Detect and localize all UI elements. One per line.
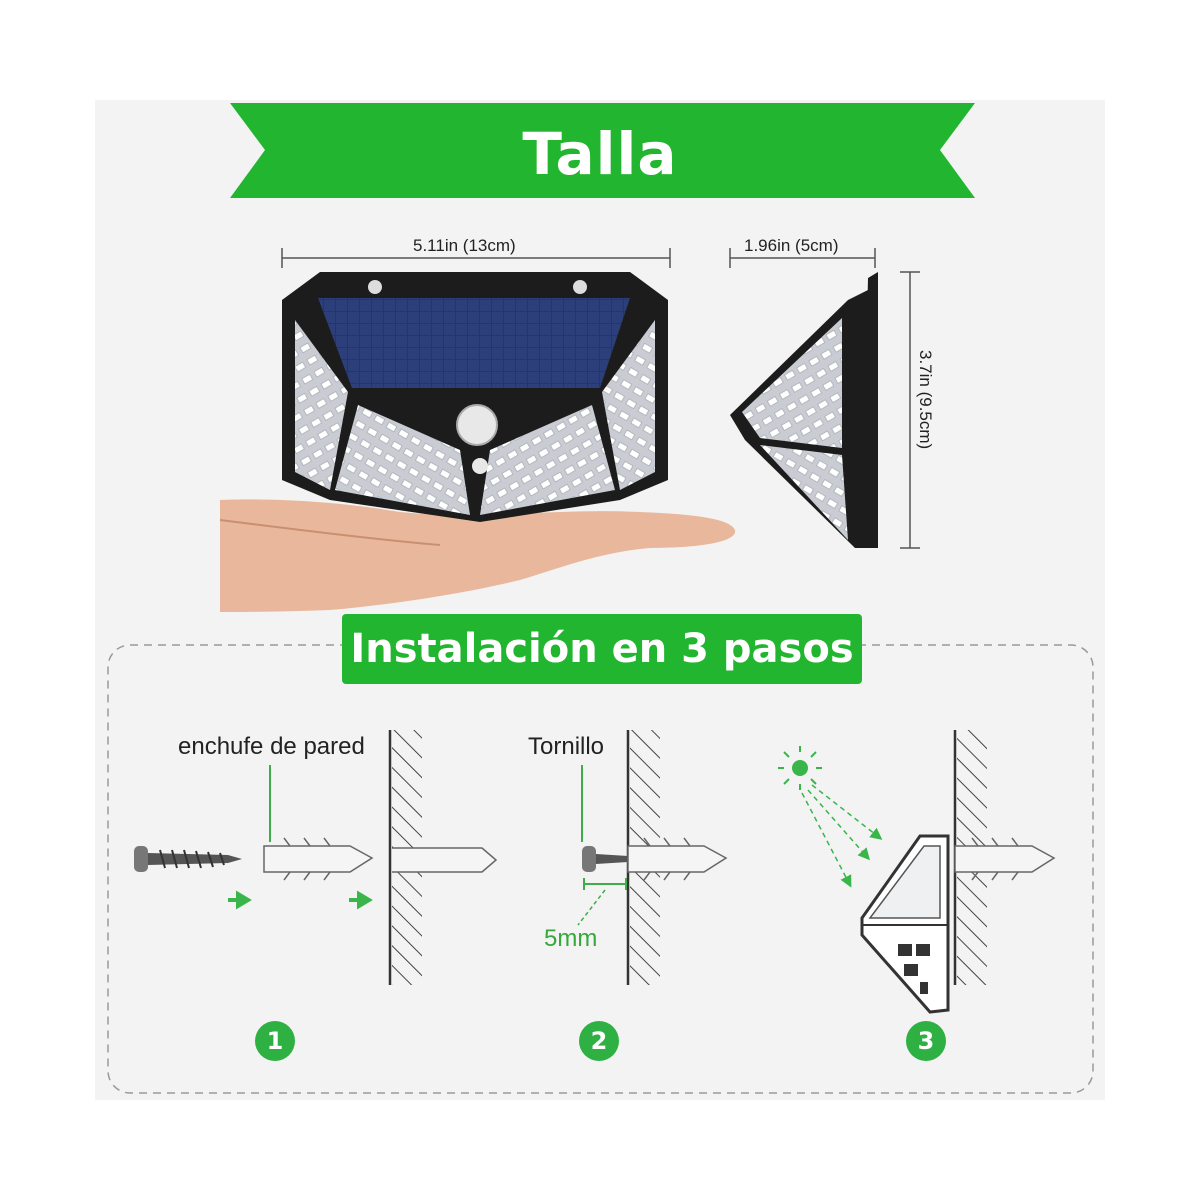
step-2-badge: 2 (579, 1021, 619, 1061)
step-2-illustration (577, 730, 728, 985)
sun-icon (778, 746, 822, 790)
install-box (107, 644, 1094, 1094)
wall-anchor-icon (627, 837, 728, 881)
step-3-illustration (778, 730, 1056, 1014)
step-1-badge: 1 (255, 1021, 295, 1061)
screw-icon (582, 846, 628, 872)
mounted-lamp-icon (860, 834, 950, 1014)
step-1-illustration (134, 730, 498, 985)
height-dimension: 3.7in (9.5cm) (916, 350, 935, 450)
gap-label: 5mm (544, 925, 598, 952)
wall-anchor-icon (263, 837, 374, 881)
step-3-badge: 3 (906, 1021, 946, 1061)
solar-lamp-front (282, 272, 668, 522)
banner-title: Talla (522, 120, 678, 188)
wall-anchor-icon (954, 837, 1056, 881)
anchor-label: enchufe de pared (178, 733, 365, 760)
hand-icon (219, 499, 736, 612)
install-title: Instalación en 3 pasos (342, 614, 862, 684)
solar-lamp-side (730, 272, 878, 548)
width-dimension: 5.11in (13cm) (413, 236, 516, 255)
depth-dimension: 1.96in (5cm) (744, 236, 839, 255)
screw-icon (134, 846, 242, 872)
title-banner (230, 103, 975, 198)
screw-label: Tornillo (528, 733, 605, 760)
